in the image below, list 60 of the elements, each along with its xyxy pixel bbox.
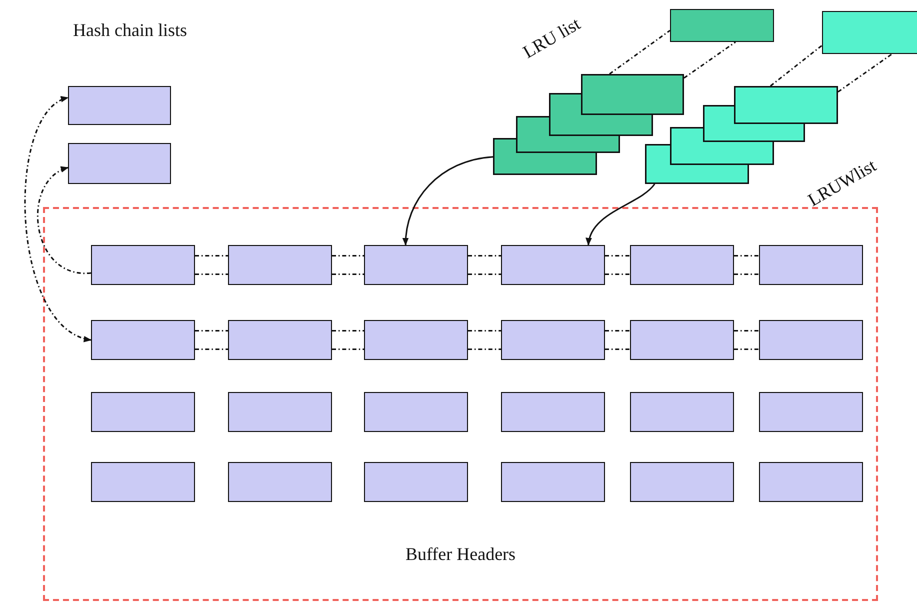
list-entry-box (670, 9, 774, 42)
buffer-box (91, 320, 195, 360)
link-line (468, 348, 501, 350)
list-label: Hash chain lists (73, 20, 187, 41)
link-line (332, 255, 364, 257)
buffer-box (364, 392, 468, 432)
buffer-box (759, 392, 863, 432)
link-line (734, 273, 759, 275)
buffer-box (364, 245, 468, 285)
link-line (734, 255, 759, 257)
link-line (838, 53, 892, 92)
link-line (195, 330, 228, 332)
buffer-box (630, 462, 734, 502)
link-line (609, 30, 670, 75)
link-line (734, 330, 759, 332)
buffer-box (630, 245, 734, 285)
region-title: Buffer Headers (404, 544, 517, 565)
link-line (605, 348, 630, 350)
buffer-box (228, 462, 332, 502)
buffer-box (68, 86, 171, 125)
buffer-box (501, 320, 605, 360)
link-line (684, 41, 736, 79)
link-line (332, 273, 364, 275)
arrow (402, 156, 494, 246)
buffer-box (228, 245, 332, 285)
buffer-box (501, 392, 605, 432)
arrow (586, 184, 656, 246)
buffer-box (364, 462, 468, 502)
region-outline (43, 207, 878, 601)
link-line (195, 273, 228, 275)
link-line (332, 330, 364, 332)
link-line (195, 348, 228, 350)
buffer-box (91, 245, 195, 285)
link-line (468, 330, 501, 332)
link-line (770, 44, 822, 87)
buffer-box (759, 462, 863, 502)
buffer-box (228, 392, 332, 432)
link-line (468, 255, 501, 257)
buffer-box (501, 245, 605, 285)
buffer-box (91, 392, 195, 432)
buffer-box (759, 245, 863, 285)
arrow (24, 97, 92, 341)
buffer-box (228, 320, 332, 360)
link-line (605, 273, 630, 275)
arrow (36, 166, 92, 274)
buffer-box (501, 462, 605, 502)
buffer-box (759, 320, 863, 360)
link-line (734, 348, 759, 350)
link-line (605, 330, 630, 332)
buffer-box (91, 462, 195, 502)
buffer-box (630, 392, 734, 432)
buffer-box (630, 320, 734, 360)
link-line (468, 273, 501, 275)
list-label: LRU list (520, 14, 584, 63)
link-line (332, 348, 364, 350)
link-line (195, 255, 228, 257)
buffer-box (364, 320, 468, 360)
buffer-box (68, 143, 171, 184)
list-entry-box (822, 11, 917, 54)
link-line (605, 255, 630, 257)
